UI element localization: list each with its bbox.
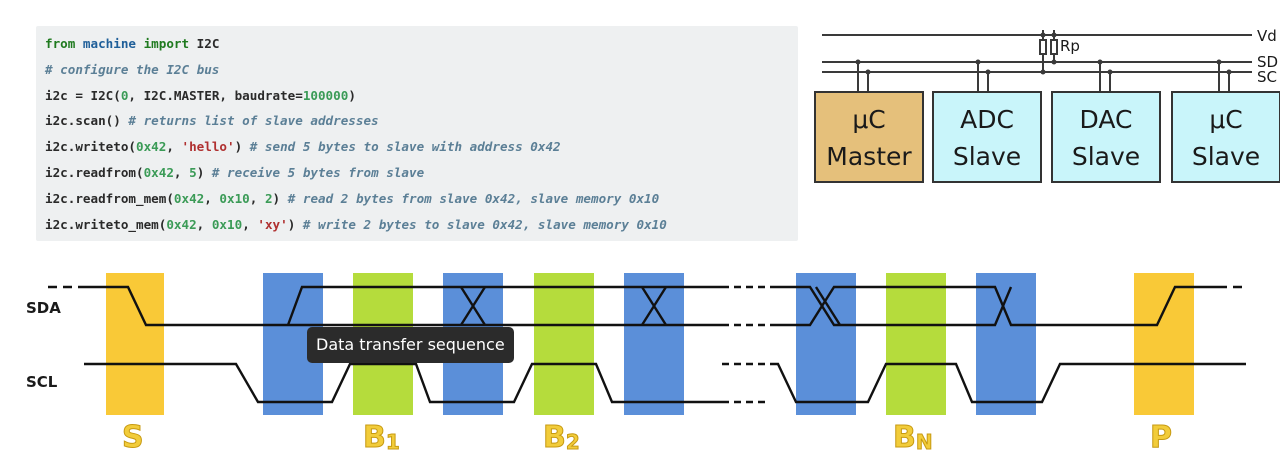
bus-topology — [822, 30, 1252, 92]
node-label-line2: Master — [826, 142, 912, 171]
sda-waveform — [48, 285, 1248, 327]
node-label-line1: μC — [1209, 105, 1242, 134]
code-line: i2c.readfrom(0x42, 5) # receive 5 bytes … — [45, 164, 425, 180]
code-line: from machine import I2C — [45, 36, 220, 51]
node-label-line1: ADC — [960, 105, 1014, 134]
node-box — [932, 91, 1042, 183]
scl-high-block — [886, 273, 946, 415]
phase-label-bn: BN — [893, 420, 933, 455]
sda-transition-block — [624, 273, 684, 415]
scl-label: SCL — [26, 373, 58, 391]
sda-label: SDA — [26, 299, 61, 317]
phase-label-start: S — [122, 420, 144, 455]
start-condition-block — [106, 273, 164, 415]
node-box — [1051, 91, 1161, 183]
code-line: i2c.writeto_mem(0x42, 0x10, 'xy') # writ… — [45, 216, 667, 232]
pullup-label: Rp — [1060, 37, 1080, 55]
phase-label-b1: B1 — [363, 420, 400, 455]
phase-label-stop: P — [1150, 420, 1172, 455]
tooltip: Data transfer sequence — [307, 327, 514, 363]
bus-node-2: DAC Slave — [1051, 91, 1161, 183]
sda-rail-label: SD — [1257, 53, 1278, 71]
pullup-resistor-scl — [1039, 39, 1047, 55]
stop-condition-block — [1134, 273, 1194, 415]
node-label-line2: Slave — [1192, 142, 1260, 171]
node-box — [814, 91, 924, 183]
code-snippet: from machine import I2C # configure the I… — [36, 26, 798, 241]
vdd-label: Vd — [1257, 27, 1277, 45]
bus-node-1: ADC Slave — [932, 91, 1042, 183]
node-box — [1171, 91, 1280, 183]
node-label-line1: μC — [852, 105, 885, 134]
scl-waveform — [84, 362, 1246, 404]
pullup-resistor-sda — [1050, 39, 1058, 55]
code-line: i2c = I2C(0, I2C.MASTER, baudrate=100000… — [45, 87, 356, 103]
node-label-line2: Slave — [953, 142, 1021, 171]
bus-node-0: μC Master — [814, 91, 924, 183]
phase-label-b2: B2 — [543, 420, 580, 455]
sda-transition-block — [796, 273, 856, 415]
code-line: i2c.readfrom_mem(0x42, 0x10, 2) # read 2… — [45, 190, 660, 206]
code-line: i2c.writeto(0x42, 'hello') # send 5 byte… — [45, 139, 561, 155]
node-label-line1: DAC — [1080, 105, 1133, 134]
code-line: i2c.scan() # returns list of slave addre… — [45, 113, 379, 129]
scl-high-block — [534, 273, 594, 415]
sda-transition-block — [976, 273, 1036, 415]
bus-node-3: μC Slave — [1171, 91, 1280, 183]
code-line: # configure the I2C bus — [45, 61, 220, 77]
scl-rail-label: SC — [1257, 68, 1277, 86]
node-label-line2: Slave — [1072, 142, 1140, 171]
